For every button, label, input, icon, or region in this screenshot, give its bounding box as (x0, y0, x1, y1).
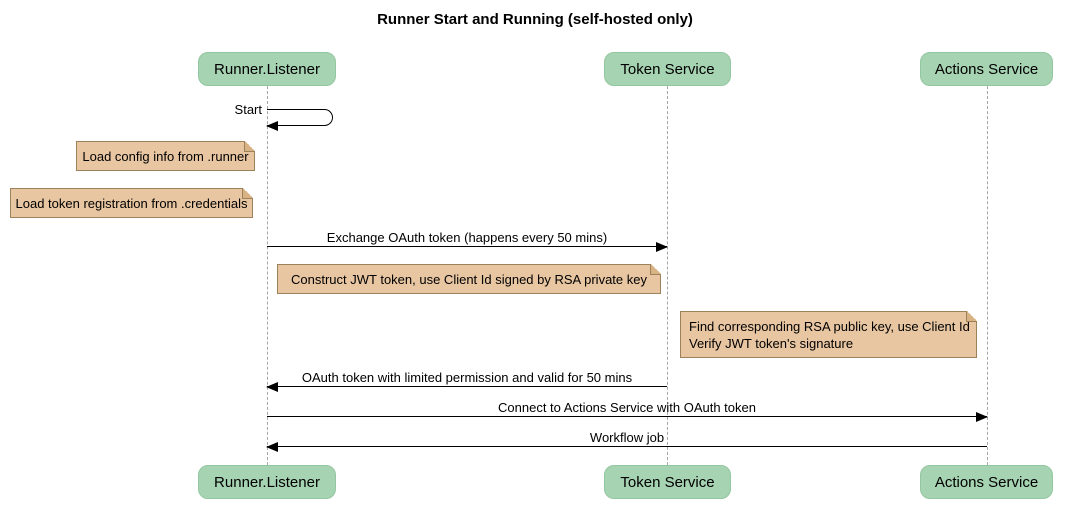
message-start-label: Start (234, 102, 262, 117)
message-exchange-oauth: Exchange OAuth token (happens every 50 m… (267, 230, 668, 252)
lifeline-runner-listener (266, 86, 268, 465)
message-line (267, 242, 668, 252)
lifeline-actions-service (986, 86, 988, 465)
actor-bottom-runner-listener: Runner.Listener (198, 465, 336, 499)
diagram-title: Runner Start and Running (self-hosted on… (377, 11, 693, 28)
note-text-line1: Find corresponding RSA public key, use C… (689, 318, 970, 334)
note-load-config: Load config info from .runner (76, 141, 255, 171)
actor-top-runner-listener: Runner.Listener (198, 52, 336, 86)
actor-top-token-service: Token Service (604, 52, 731, 86)
lifeline-token-service (666, 86, 668, 465)
message-label: Connect to Actions Service with OAuth to… (498, 400, 756, 415)
note-text-line2: Verify JWT token's signature (689, 335, 854, 351)
note-text: Construct JWT token, use Client Id signe… (291, 271, 647, 287)
message-label: Workflow job (589, 430, 665, 445)
note-construct-jwt: Construct JWT token, use Client Id signe… (277, 264, 661, 294)
arrowhead-left-icon (266, 442, 278, 452)
message-workflow-job: Workflow job (266, 430, 987, 452)
actor-top-actions-service: Actions Service (920, 52, 1053, 86)
message-line (266, 442, 987, 452)
message-label: Exchange OAuth token (happens every 50 m… (326, 230, 608, 245)
arrowhead-left-icon (266, 121, 278, 131)
actor-bottom-token-service: Token Service (604, 465, 731, 499)
message-start-self-loop (266, 109, 333, 131)
actor-label: Actions Service (934, 60, 1039, 78)
note-text: Load token registration from .credential… (15, 195, 248, 211)
arrowhead-right-icon (656, 242, 668, 252)
message-connect-actions: Connect to Actions Service with OAuth to… (267, 400, 988, 422)
message-line (267, 412, 988, 422)
actor-label: Token Service (620, 473, 715, 491)
message-oauth-token-returned: OAuth token with limited permission and … (266, 370, 667, 392)
note-text: Load config info from .runner (82, 148, 249, 164)
message-line (266, 382, 667, 392)
actor-label: Token Service (620, 60, 715, 78)
note-load-token-registration: Load token registration from .credential… (10, 188, 253, 218)
arrowhead-left-icon (266, 382, 278, 392)
actor-label: Runner.Listener (214, 60, 320, 78)
note-verify-jwt: Find corresponding RSA public key, use C… (680, 311, 977, 358)
actor-bottom-actions-service: Actions Service (920, 465, 1053, 499)
actor-label: Actions Service (934, 473, 1039, 491)
actor-label: Runner.Listener (214, 473, 320, 491)
arrowhead-right-icon (976, 412, 988, 422)
message-label: OAuth token with limited permission and … (301, 370, 633, 385)
